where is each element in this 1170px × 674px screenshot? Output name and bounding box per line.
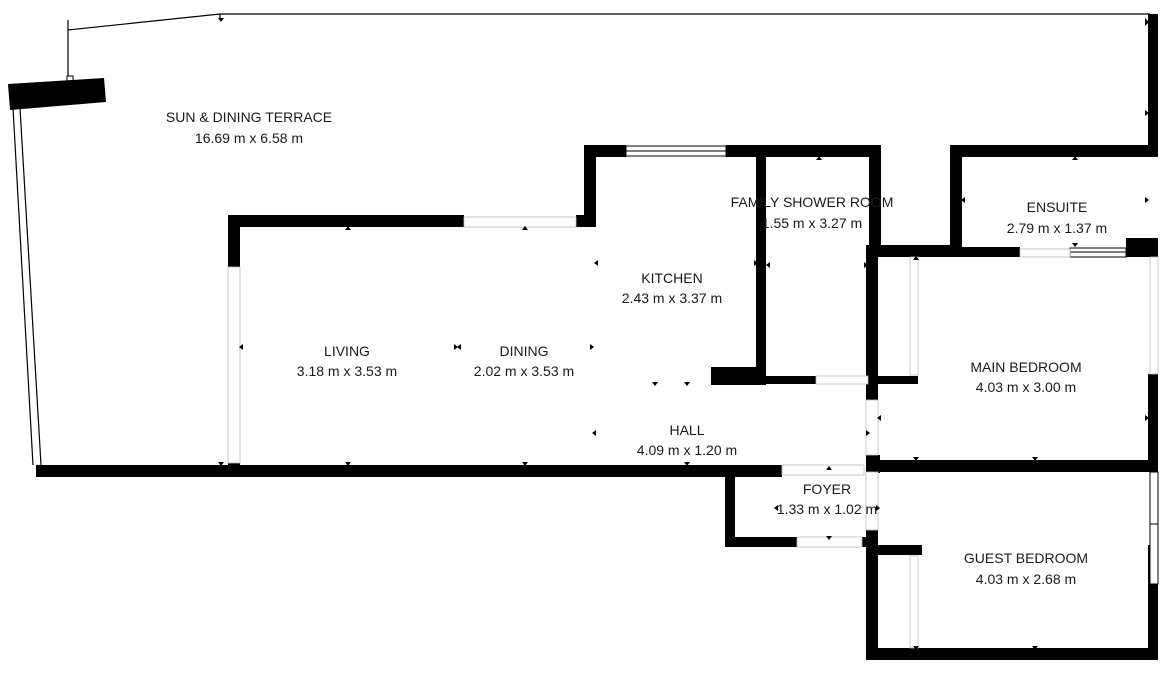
room-size-ensuite: 2.79 m x 1.37 m bbox=[1007, 220, 1107, 236]
room-dining: DINING 2.02 m x 3.53 m bbox=[474, 343, 574, 379]
room-terrace: SUN & DINING TERRACE 16.69 m x 6.58 m bbox=[166, 109, 332, 146]
room-size-shower: 1.55 m x 3.27 m bbox=[762, 215, 862, 231]
room-size-terrace: 16.69 m x 6.58 m bbox=[195, 130, 303, 146]
room-hall: HALL 4.09 m x 1.20 m bbox=[637, 422, 737, 458]
room-name-dining: DINING bbox=[500, 343, 549, 359]
room-name-main-bedroom: MAIN BEDROOM bbox=[970, 359, 1081, 375]
room-kitchen: KITCHEN 2.43 m x 3.37 m bbox=[622, 270, 722, 306]
room-name-ensuite: ENSUITE bbox=[1027, 199, 1088, 215]
room-name-living: LIVING bbox=[324, 343, 370, 359]
room-ensuite: ENSUITE 2.79 m x 1.37 m bbox=[1007, 199, 1107, 236]
room-foyer: FOYER 1.33 m x 1.02 m bbox=[777, 481, 877, 517]
room-guest-bedroom: GUEST BEDROOM 4.03 m x 2.68 m bbox=[964, 550, 1088, 587]
room-size-dining: 2.02 m x 3.53 m bbox=[474, 363, 574, 379]
windows bbox=[227, 145, 1159, 649]
room-main-bedroom: MAIN BEDROOM 4.03 m x 3.00 m bbox=[970, 359, 1081, 395]
room-size-hall: 4.09 m x 1.20 m bbox=[637, 442, 737, 458]
room-living: LIVING 3.18 m x 3.53 m bbox=[297, 343, 397, 379]
room-name-hall: HALL bbox=[669, 422, 704, 438]
room-name-guest-bedroom: GUEST BEDROOM bbox=[964, 550, 1088, 566]
room-size-main-bedroom: 4.03 m x 3.00 m bbox=[976, 379, 1076, 395]
room-size-living: 3.18 m x 3.53 m bbox=[297, 363, 397, 379]
room-size-kitchen: 2.43 m x 3.37 m bbox=[622, 290, 722, 306]
room-name-shower: FAMILY SHOWER ROOM bbox=[731, 194, 894, 210]
terrace-outline bbox=[12, 13, 1151, 466]
room-size-foyer: 1.33 m x 1.02 m bbox=[777, 501, 877, 517]
walls bbox=[36, 14, 1158, 660]
dimension-markers bbox=[218, 18, 1149, 650]
room-name-kitchen: KITCHEN bbox=[641, 270, 702, 286]
room-size-guest-bedroom: 4.03 m x 2.68 m bbox=[976, 571, 1076, 587]
room-name-foyer: FOYER bbox=[803, 481, 851, 497]
terrace-parapet bbox=[8, 78, 106, 110]
room-name-terrace: SUN & DINING TERRACE bbox=[166, 109, 332, 125]
room-shower: FAMILY SHOWER ROOM 1.55 m x 3.27 m bbox=[731, 194, 894, 231]
